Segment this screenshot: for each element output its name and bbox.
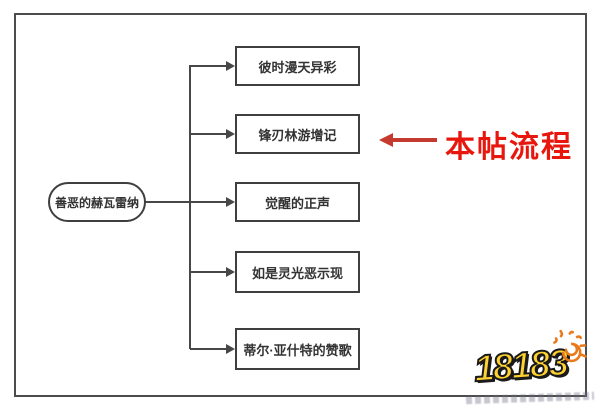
quest-box-4: 如是灵光恶示现 [235,251,360,293]
arrowhead-icon [226,267,235,277]
sun-doodle-icon [553,329,587,363]
branch-line [190,65,227,67]
quest-box-1: 彼时漫天异彩 [235,46,360,86]
branch-line-root-to-middle [145,201,227,203]
red-arrow-left-icon [379,133,393,147]
branch-line [190,348,227,350]
red-arrow-tail [391,138,437,142]
quest-box-5: 蒂尔·亚什特的赞歌 [235,328,360,370]
quest-box-label: 蒂尔·亚什特的赞歌 [243,342,352,358]
arrowhead-icon [226,61,235,71]
quest-box-label: 彼时漫天异彩 [258,59,337,75]
trunk-line [189,65,191,349]
quest-box-label: 锋刃林游增记 [258,127,337,143]
arrowhead-icon [226,197,235,207]
quest-box-label: 觉醒的正声 [264,195,330,211]
quest-box-3: 觉醒的正声 [235,182,360,222]
quest-box-label: 如是灵光恶示现 [251,265,343,281]
arrowhead-icon [226,344,235,354]
branch-line [190,271,227,273]
root-node-label: 善恶的赫瓦雷纳 [54,195,139,210]
site-logo: 18183 [472,329,587,390]
arrowhead-icon [226,129,235,139]
annotation-label: 本帖流程 [445,131,573,164]
branch-line [190,133,227,135]
quest-box-2-highlighted: 锋刃林游增记 [235,114,360,154]
root-node: 善恶的赫瓦雷纳 [48,182,146,222]
